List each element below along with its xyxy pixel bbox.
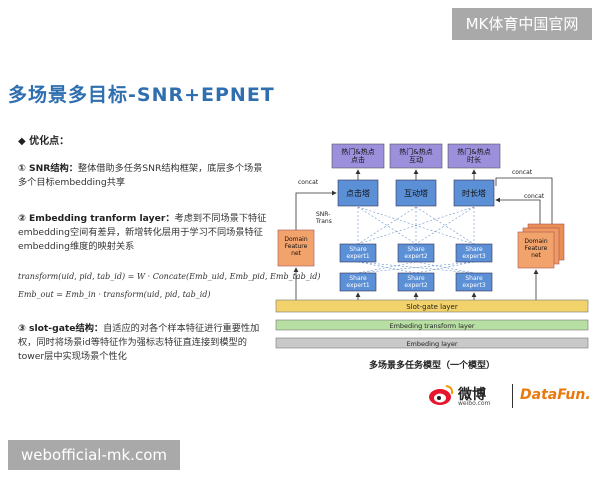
output-2-label: 热门&热点互动 (399, 147, 432, 164)
point-embedding: ② Embedding tranform layer：考虑到不同场景下特征emb… (18, 212, 268, 254)
tower-boxes: 点击塔 互动塔 时长塔 (337, 179, 495, 207)
embedding-layer-label: Embeding layer (406, 340, 457, 348)
point-slotgate: ③ slot-gate结构：自适应的对各个样本特征进行重要性加权，同时将场景id… (18, 322, 268, 364)
weibo-icon (429, 385, 454, 405)
snr-label: SNR-Trans (315, 211, 332, 225)
watermark-top: MK体育中国官网 (452, 8, 592, 40)
embedding-layer (275, 337, 589, 349)
watermark-bottom: webofficial-mk.com (8, 440, 180, 470)
concat-left: concat (298, 179, 319, 186)
transform-layer-label: Embeding transform layer (389, 322, 474, 330)
logo-separator (512, 384, 513, 408)
model-diagram: 热门&热点点击 热门&热点互动 热门&热点时长 点击塔 互动塔 时长塔 conc… (275, 143, 589, 371)
slide-title: 多场景多目标-SNR+EPNET (8, 84, 275, 106)
slot-gate-layer (275, 299, 589, 313)
weibo-logo-text: 微博 (458, 387, 486, 403)
point-snr-text: 整体借助多任务SNR结构框架，底层多个场景多个目标embedding共享 (18, 163, 263, 188)
output-boxes: 热门&热点点击 热门&热点互动 热门&热点时长 (331, 143, 501, 169)
bullet-label: ◆ 优化点： (18, 136, 70, 147)
tower-duration: 时长塔 (462, 188, 486, 198)
diagram-caption: 多场景多任务模型（一个模型） (369, 359, 495, 371)
point-embedding-text: 考虑到不同场景下特征embedding空间有差异，新增转化层用于学习不同场景特征… (18, 213, 267, 252)
output-1-label: 热门&热点点击 (341, 147, 374, 164)
concat-right-top: concat (512, 169, 533, 176)
formula-emb: Emb_out = Emb_in · transform(uid, pid, t… (18, 290, 211, 299)
logos: 微博 weibo.com DataFun. (428, 382, 591, 412)
tower-click: 点击塔 (346, 188, 370, 198)
formula-transform: transform(uid, pid, tab_id) = W · Concat… (18, 272, 321, 281)
transform-layer (275, 319, 589, 331)
point-slotgate-title: ③ slot-gate结构： (18, 323, 104, 334)
point-snr: ① SNR结构：整体借助多任务SNR结构框架，底层多个场景多个目标embeddi… (18, 162, 268, 190)
weibo-logo-sub: weibo.com (458, 400, 491, 407)
concat-right: concat (524, 193, 545, 200)
point-slotgate-text: 自适应的对各个样本特征进行重要性加权，同时将场景id等特征作为强标志特征直连接到… (18, 323, 260, 362)
datafun-logo: DataFun. (520, 387, 591, 403)
slot-gate-label: Slot-gate layer (406, 303, 458, 311)
point-embedding-title: ② Embedding tranform layer： (18, 213, 175, 224)
tower-interact: 互动塔 (404, 188, 428, 198)
output-3-label: 热门&热点时长 (457, 147, 490, 164)
point-snr-title: ① SNR结构： (18, 163, 78, 174)
